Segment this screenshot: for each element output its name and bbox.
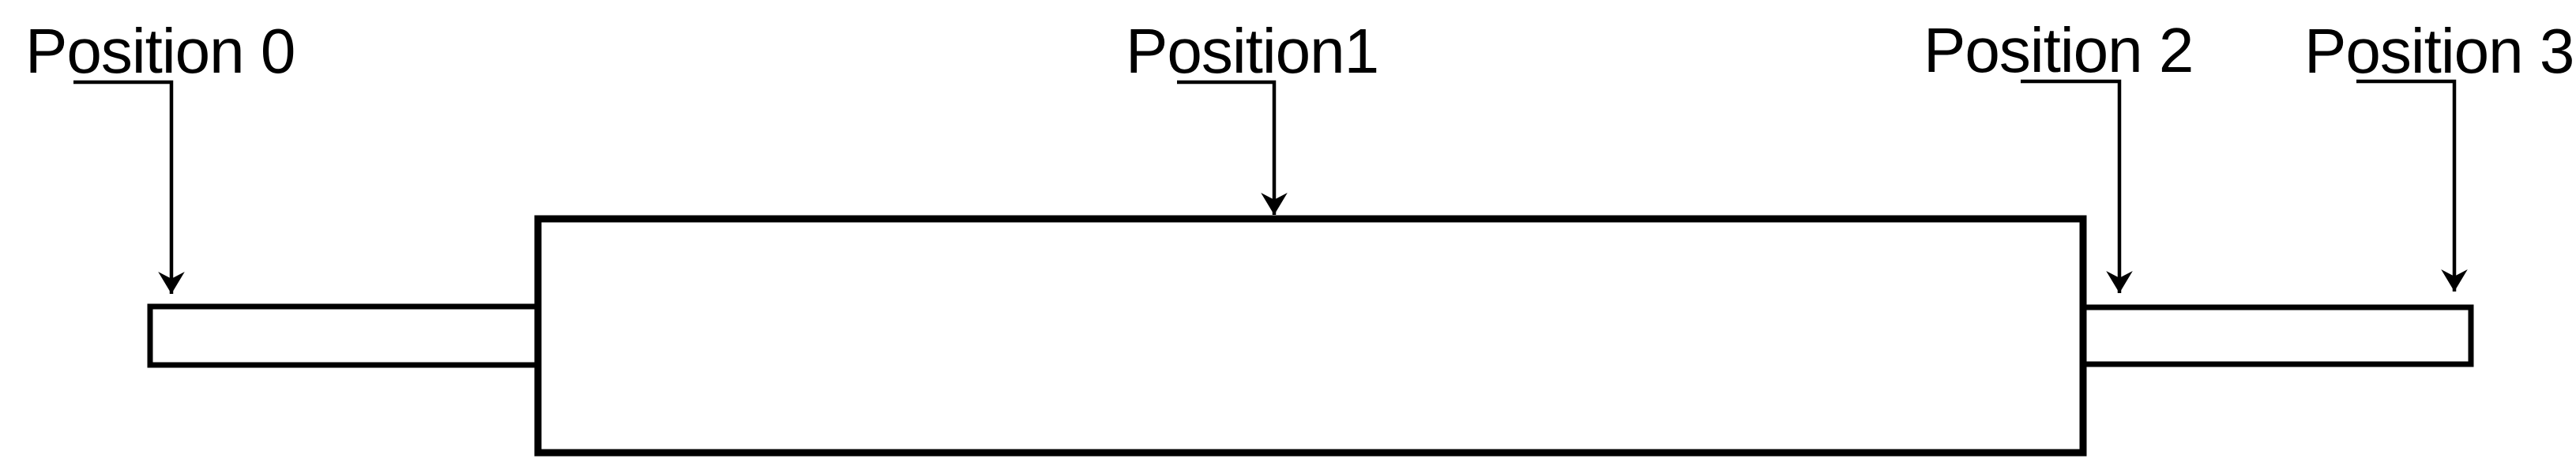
position-3-leader-arrow-icon (2356, 79, 2468, 292)
label-position-2: Position 2 (1924, 15, 2193, 85)
label-position-0: Position 0 (25, 16, 295, 86)
left-shaft-rect (147, 303, 546, 368)
label-position-1: Position1 (1126, 16, 1378, 86)
roller-body-rect (534, 215, 2087, 457)
label-position-3: Position 3 (2304, 16, 2574, 86)
position-0-leader-arrow-icon (73, 80, 185, 294)
position-1-leader-arrow-icon (1177, 80, 1288, 215)
position-2-leader-arrow-icon (2021, 79, 2133, 293)
right-shaft-rect (2077, 304, 2474, 367)
